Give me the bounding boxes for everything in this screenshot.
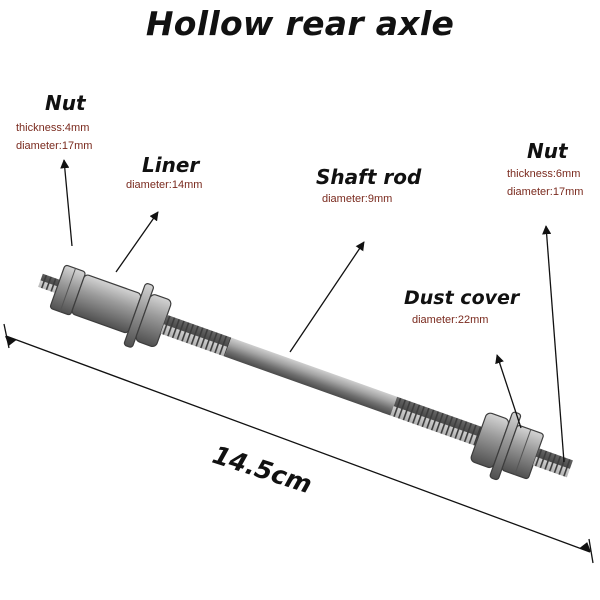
shaft-rod	[224, 337, 398, 416]
spec-nut-left-thickness: thickness:4mm	[16, 122, 90, 134]
spec-nut-right-diameter: diameter:17mm	[507, 186, 584, 198]
spec-liner-diameter: diameter:14mm	[126, 179, 203, 191]
arrow-dust-cover	[495, 354, 522, 429]
diagram-title: Hollow rear axle	[145, 4, 455, 43]
arrow-nut-right	[542, 225, 565, 463]
spec-nut-right-thickness: thickness:6mm	[507, 168, 581, 180]
label-nut-right: Nut	[527, 139, 568, 163]
right-thread-section	[390, 396, 482, 446]
label-shaft-rod: Shaft rod	[316, 165, 422, 189]
arrow-nut-left	[60, 159, 73, 247]
right-thread-end	[532, 448, 573, 478]
spec-nut-left-diameter: diameter:17mm	[16, 140, 93, 152]
left-thread-section	[160, 314, 232, 357]
arrow-shaft-rod	[289, 241, 365, 353]
label-liner: Liner	[142, 153, 200, 177]
label-nut-left: Nut	[45, 91, 86, 115]
spec-dust-cover-diameter: diameter:22mm	[412, 314, 489, 326]
dimension-line	[5, 335, 591, 553]
label-dust-cover: Dust cover	[404, 287, 520, 309]
arrow-liner	[115, 211, 159, 273]
spec-shaft-rod-diameter: diameter:9mm	[322, 193, 393, 205]
axle-assembly	[38, 264, 573, 481]
